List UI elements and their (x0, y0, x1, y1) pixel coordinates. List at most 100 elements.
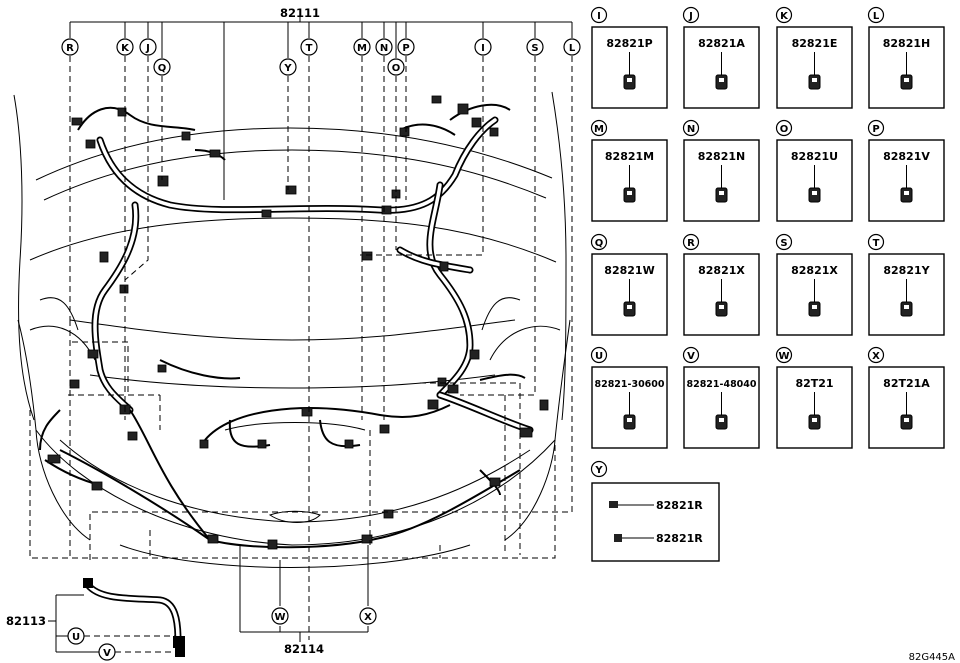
callout-w: W (274, 612, 285, 623)
part-box-circle (590, 6, 608, 24)
part-box-i: I 82821P (590, 6, 668, 109)
part-box-number: 82821H (883, 37, 930, 50)
callout-j: J (145, 43, 150, 54)
connector-highlight (904, 191, 909, 195)
figure-code: 82G445A (909, 652, 956, 663)
connector-highlight (719, 305, 724, 309)
part-box-number: 82821-30600 (594, 379, 664, 390)
callout-o: O (392, 63, 401, 74)
callout-circles (61, 38, 581, 661)
part-box-circle (682, 233, 700, 251)
part-box-number: 82821P (606, 37, 652, 50)
connector-highlight (904, 305, 909, 309)
connector-highlight (812, 78, 817, 82)
connector-highlight (719, 418, 724, 422)
part-box-m: M 82821M (590, 119, 668, 222)
part-box-letter: N (687, 124, 695, 135)
part-box-number: 82821V (883, 150, 930, 163)
part-box-number: 82821W (604, 264, 654, 277)
callout-u: U (72, 632, 80, 643)
part-box-number: 82821E (792, 37, 838, 50)
callout-x: X (364, 612, 372, 623)
callout-m: M (357, 43, 367, 54)
part-box-s: S 82821X (775, 233, 853, 336)
part-box-letter: T (873, 238, 880, 249)
part-box-r: R 82821X (682, 233, 760, 336)
part-number-82113: 82113 (6, 614, 46, 628)
part-box-circle (590, 233, 608, 251)
part-box-letter: X (872, 351, 880, 362)
connector-highlight (627, 78, 632, 82)
part-box-number: 82821-48040 (686, 379, 756, 390)
part-box-circle (590, 119, 608, 137)
connector-highlight (904, 78, 909, 82)
part-box-circle (867, 6, 885, 24)
part-box-letter: L (873, 11, 880, 22)
part-box-k: K 82821E (775, 6, 853, 109)
part-box-circle (682, 119, 700, 137)
part-box-number: 82821X (791, 264, 838, 277)
callout-n: N (380, 43, 388, 54)
part-box-circle (867, 346, 885, 364)
part-box-y-part-2: 82821R (656, 532, 703, 545)
part-box-circle (775, 346, 793, 364)
connector-highlight (812, 191, 817, 195)
connector-highlight (719, 78, 724, 82)
part-box-letter: S (780, 238, 787, 249)
callout-letters: R K J Q Y T M N O P I S L W X U V (66, 43, 576, 659)
part-box-l: L 82821H (867, 6, 945, 109)
part-box-circle (775, 6, 793, 24)
connector-highlight (812, 305, 817, 309)
part-box-q: Q 82821W (590, 233, 668, 336)
callout-v: V (103, 648, 111, 659)
part-box-number: 82821N (698, 150, 745, 163)
top-leader-lines (29, 10, 573, 640)
part-box-number: 82T21 (795, 377, 833, 390)
part-box-number: 82821M (605, 150, 654, 163)
part-box-number: 82821U (791, 150, 838, 163)
part-box-letter: I (597, 11, 601, 22)
part-box-number: 82821X (698, 264, 745, 277)
bottom-leader-lines (48, 545, 369, 657)
part-box-letter: K (780, 11, 789, 22)
part-box-number: 82T21A (883, 377, 930, 390)
callout-i: I (481, 43, 485, 54)
part-box-number: 82821A (698, 37, 745, 50)
part-box-number: 82821Y (883, 264, 930, 277)
part-box-circle (682, 346, 700, 364)
connector-highlight (627, 191, 632, 195)
callout-k: K (121, 43, 130, 54)
wire-harness (39, 95, 549, 550)
part-box-letter: V (687, 351, 695, 362)
part-box-letter: U (595, 351, 603, 362)
part-box-circle (867, 119, 885, 137)
part-box-p: P 82821V (867, 119, 945, 222)
part-box-y: Y 82821R 82821R (590, 460, 720, 562)
part-box-v: V 82821-48040 (682, 346, 760, 449)
connector-highlight (812, 418, 817, 422)
callout-r: R (66, 43, 74, 54)
part-box-circle (775, 119, 793, 137)
part-number-82114: 82114 (284, 642, 324, 656)
part-box-circle (682, 6, 700, 24)
connector-highlight (627, 305, 632, 309)
connector-highlight (627, 418, 632, 422)
part-box-letter: R (687, 238, 695, 249)
part-box-n: N 82821N (682, 119, 760, 222)
callout-y: Y (283, 63, 292, 74)
part-number-82111: 82111 (280, 6, 320, 20)
part-box-letter: P (872, 124, 879, 135)
part-box-y-part-1: 82821R (656, 499, 703, 512)
callout-t: T (306, 43, 313, 54)
connector-highlight (719, 191, 724, 195)
part-box-circle (590, 346, 608, 364)
part-box-y-letter: Y (594, 465, 603, 476)
callout-q: Q (158, 63, 167, 74)
part-box-letter: Q (595, 238, 604, 249)
part-box-letter: M (594, 124, 604, 135)
callout-l: L (569, 43, 576, 54)
